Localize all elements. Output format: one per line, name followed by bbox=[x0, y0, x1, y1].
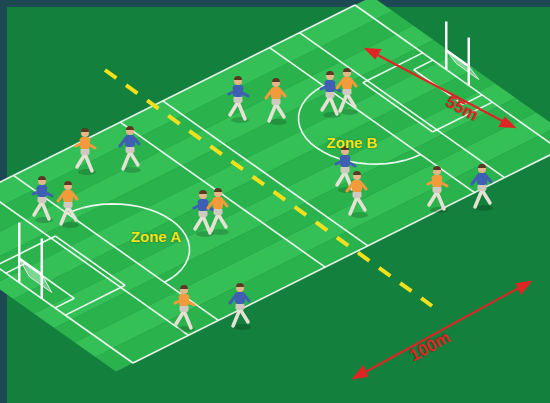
player bbox=[321, 71, 341, 118]
pitch-line bbox=[363, 53, 423, 83]
pitch-line bbox=[0, 190, 189, 335]
grass-stripe bbox=[54, 98, 536, 343]
goal-posts bbox=[446, 22, 479, 86]
pitch-arc bbox=[299, 86, 421, 164]
player bbox=[208, 188, 229, 235]
pitch-line bbox=[55, 236, 125, 285]
pitch-line bbox=[363, 83, 433, 132]
player bbox=[337, 68, 358, 115]
pitch-arc bbox=[67, 204, 189, 282]
player bbox=[120, 126, 141, 173]
pitch-line bbox=[299, 33, 504, 178]
pitch-line bbox=[65, 285, 125, 315]
players bbox=[33, 68, 493, 332]
pitch-line bbox=[414, 60, 433, 70]
zone-label: Zone A bbox=[131, 229, 181, 244]
player bbox=[76, 128, 96, 175]
dimension-arrows bbox=[354, 49, 530, 378]
goal-posts bbox=[19, 223, 52, 299]
pitch-line bbox=[55, 298, 74, 308]
pitch-line bbox=[13, 175, 218, 320]
zone-label: Zone B bbox=[327, 135, 378, 150]
grass-stripe bbox=[95, 127, 550, 372]
grass-stripe bbox=[75, 113, 550, 358]
player bbox=[266, 78, 287, 125]
player bbox=[33, 176, 53, 223]
pitch-line bbox=[0, 236, 55, 266]
player bbox=[58, 181, 79, 228]
player bbox=[230, 283, 251, 330]
player bbox=[175, 285, 195, 332]
player bbox=[229, 76, 249, 123]
pitch-line bbox=[133, 150, 550, 363]
pitch-line bbox=[0, 218, 133, 363]
pitch-line bbox=[270, 48, 475, 193]
pitch-line bbox=[120, 122, 325, 267]
zone-divider bbox=[105, 70, 432, 306]
player bbox=[428, 166, 448, 213]
player bbox=[347, 171, 368, 218]
player bbox=[472, 164, 493, 211]
